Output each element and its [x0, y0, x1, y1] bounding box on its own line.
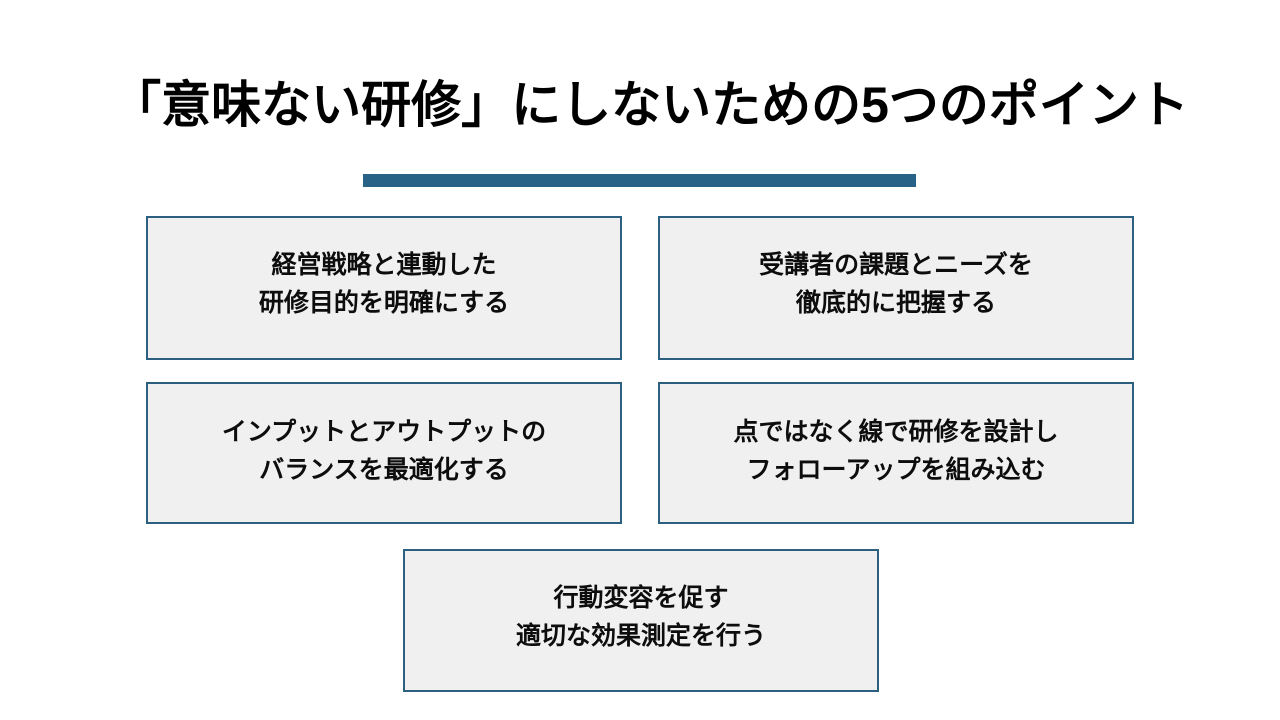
point-box-5-text: 行動変容を促す 適切な効果測定を行う — [515, 583, 766, 650]
point-box-1-text: 経営戦略と連動した 研修目的を明確にする — [258, 251, 510, 317]
point-box-4-text: 点ではなく線で研修を設計し フォローアップを組み込む — [733, 418, 1059, 484]
point-box-5[interactable]: 行動変容を促す 適切な効果測定を行う — [403, 549, 879, 692]
title-accent-bar — [363, 174, 916, 187]
point-box-3[interactable]: インプットとアウトプットの バランスを最適化する — [146, 382, 622, 524]
point-box-3-text: インプットとアウトプットの バランスを最適化する — [221, 418, 547, 484]
point-box-2[interactable]: 受講者の課題とニーズを 徹底的に把握する — [658, 216, 1134, 360]
point-box-2-text: 受講者の課題とニーズを 徹底的に把握する — [759, 251, 1033, 317]
page-title: 「意味ない研修」にしないための5つのポイント — [111, 77, 1189, 133]
point-box-1[interactable]: 経営戦略と連動した 研修目的を明確にする — [146, 216, 622, 360]
point-box-4[interactable]: 点ではなく線で研修を設計し フォローアップを組み込む — [658, 382, 1134, 524]
